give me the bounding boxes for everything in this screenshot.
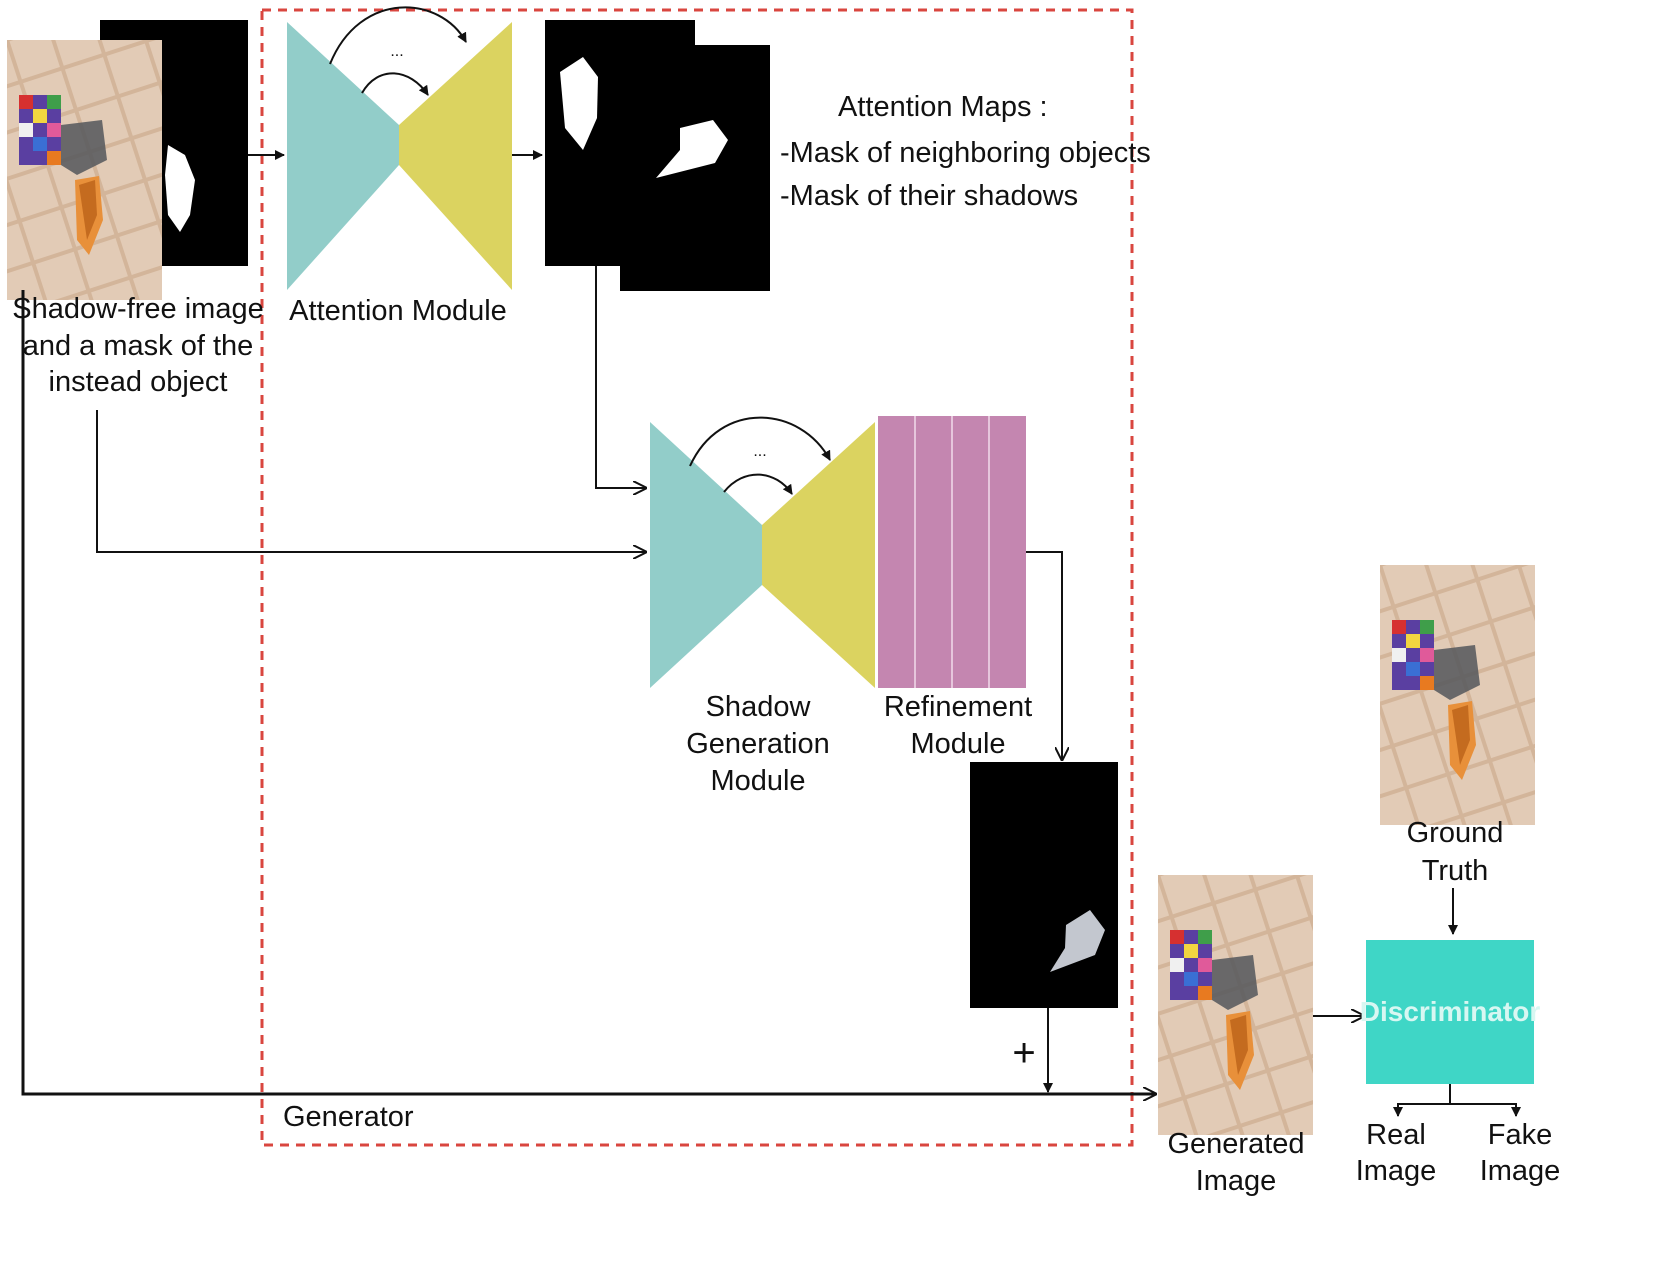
real-label-line1: Real — [1366, 1119, 1426, 1151]
shadow-gen-skip-outer — [689, 416, 831, 467]
attention-skip-dots: ... — [390, 43, 403, 60]
attention-maps-title: Attention Maps : — [838, 91, 1048, 123]
shadow-free-input-image — [7, 40, 162, 300]
refinement-label-line2: Module — [910, 728, 1005, 760]
attention-maps-item1: -Mask of neighboring objects — [780, 137, 1151, 169]
attention-module-label: Attention Module — [289, 295, 507, 327]
ground-truth-label-line1: Ground — [1407, 817, 1504, 849]
shadow-gen-label-line3: Module — [710, 765, 805, 797]
shadow-gen-label-line2: Generation — [686, 728, 830, 760]
generated-shadow-map — [970, 762, 1118, 1008]
objects-mask-shape — [560, 57, 598, 150]
attention-decoder — [399, 22, 512, 290]
attention-skip-inner — [361, 72, 429, 96]
fake-label-line2: Image — [1480, 1155, 1561, 1187]
shadow-gen-decoder — [762, 422, 875, 688]
attention-map-objects — [545, 20, 695, 266]
generator-boundary — [260, 8, 1134, 1147]
discriminator-label: Discriminator — [1360, 996, 1541, 1027]
arrow-to-real — [1393, 1084, 1451, 1117]
real-label-line2: Image — [1356, 1155, 1437, 1187]
refinement-label-line1: Refinement — [884, 691, 1032, 723]
attention-skip-outer — [329, 6, 467, 65]
shadow-gen-skip-inner — [723, 473, 793, 495]
generated-shadow-shape — [1050, 910, 1105, 972]
generated-label-line2: Image — [1196, 1165, 1277, 1197]
arrow-to-fake — [1450, 1103, 1521, 1117]
input-label-line3: instead object — [49, 366, 228, 398]
generated-image — [1158, 875, 1313, 1135]
arrow-input-to-generated — [21, 290, 1156, 1094]
ground-truth-label-line2: Truth — [1422, 855, 1489, 887]
shadow-gen-label-line1: Shadow — [706, 691, 812, 723]
shadow-gen-skip-dots: ... — [753, 443, 766, 460]
attention-maps-item2: -Mask of their shadows — [780, 180, 1078, 212]
input-label-line2: and a mask of the — [23, 330, 254, 362]
attention-encoder — [287, 22, 399, 290]
fake-label-line1: Fake — [1488, 1119, 1552, 1151]
plus-sign: + — [1012, 1031, 1035, 1075]
object-mask-shape — [165, 145, 195, 232]
arrow-maps-to-shadow-gen — [595, 266, 646, 488]
shadow-gen-encoder — [650, 422, 762, 688]
discriminator-box — [1366, 940, 1534, 1084]
arrow-input-to-shadow-gen — [96, 410, 646, 552]
generator-label: Generator — [283, 1101, 414, 1133]
input-label-line1: Shadow-free image — [12, 293, 263, 325]
arrow-refinement-to-output — [1026, 551, 1062, 760]
ground-truth-image — [1380, 565, 1535, 825]
shadows-mask-shape — [656, 120, 728, 178]
generated-label-line1: Generated — [1167, 1128, 1304, 1160]
